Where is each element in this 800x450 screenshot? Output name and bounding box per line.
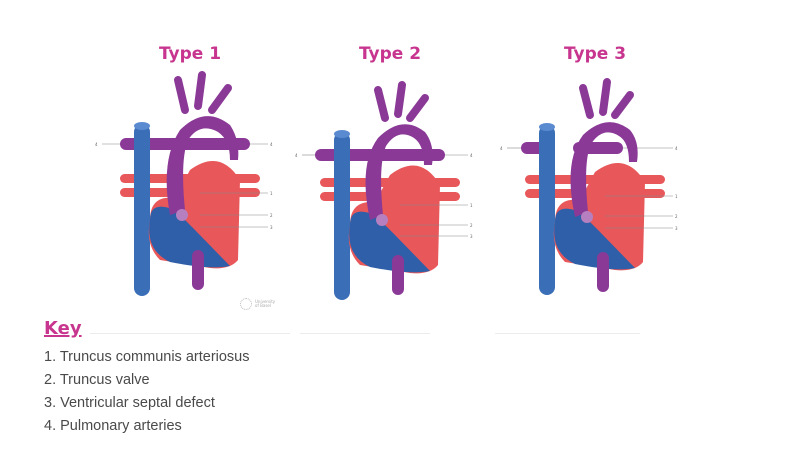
key-item: 2. Truncus valve (44, 372, 150, 388)
svg-text:4: 4 (270, 142, 273, 147)
svg-text:4: 4 (470, 153, 473, 158)
key-list: 1. Truncus communis arteriosus 2. Truncu… (44, 346, 250, 438)
truncus-arteriosus (365, 124, 433, 220)
svg-text:2: 2 (675, 214, 678, 219)
svg-text:2: 2 (270, 213, 273, 218)
panel-title: Type 2 (358, 44, 422, 64)
divider (495, 333, 640, 334)
vena-cava (134, 124, 150, 296)
diagram-panel-type-3: Type 3 4 4 1 2 3 (495, 0, 695, 330)
panel-title: Type 1 (158, 44, 222, 64)
svg-text:4: 4 (500, 146, 503, 151)
key-item: 1. Truncus communis arteriosus (44, 349, 250, 365)
svg-text:1: 1 (270, 191, 273, 196)
truncus-arteriosus (166, 116, 239, 215)
logo-mark-icon (240, 298, 252, 310)
divider (300, 333, 430, 334)
diagram-panel-type-1: Type 1 4 4 1 2 3 (90, 0, 290, 330)
svg-text:1: 1 (470, 203, 473, 208)
heart-diagram-type-3: 4 4 1 2 3 (500, 78, 678, 295)
university-logo: University of Basel (240, 298, 275, 310)
heart-diagram-type-2: 4 4 1 2 3 (295, 81, 473, 300)
svg-text:2: 2 (470, 223, 473, 228)
key-heading: Key (44, 318, 82, 339)
vena-cava (539, 125, 555, 295)
key-item: 3. Ventricular septal defect (44, 395, 215, 411)
svg-text:3: 3 (470, 234, 473, 239)
panel-title: Type 3 (563, 44, 627, 64)
truncus-valve (376, 214, 388, 226)
key-item: 4. Pulmonary arteries (44, 418, 182, 434)
vena-cava (334, 132, 350, 300)
truncus-arteriosus (570, 122, 638, 217)
svg-text:4: 4 (295, 153, 298, 158)
heart-diagram-type-1: 4 4 1 2 3 (95, 71, 273, 296)
svg-text:3: 3 (675, 226, 678, 231)
truncus-valve (176, 209, 188, 221)
svg-text:3: 3 (270, 225, 273, 230)
svg-text:4: 4 (95, 142, 98, 147)
svg-text:4: 4 (675, 146, 678, 151)
divider (90, 333, 290, 334)
truncus-valve (581, 211, 593, 223)
diagram-panel-type-2: Type 2 4 4 1 2 3 (290, 0, 490, 330)
svg-text:1: 1 (675, 194, 678, 199)
